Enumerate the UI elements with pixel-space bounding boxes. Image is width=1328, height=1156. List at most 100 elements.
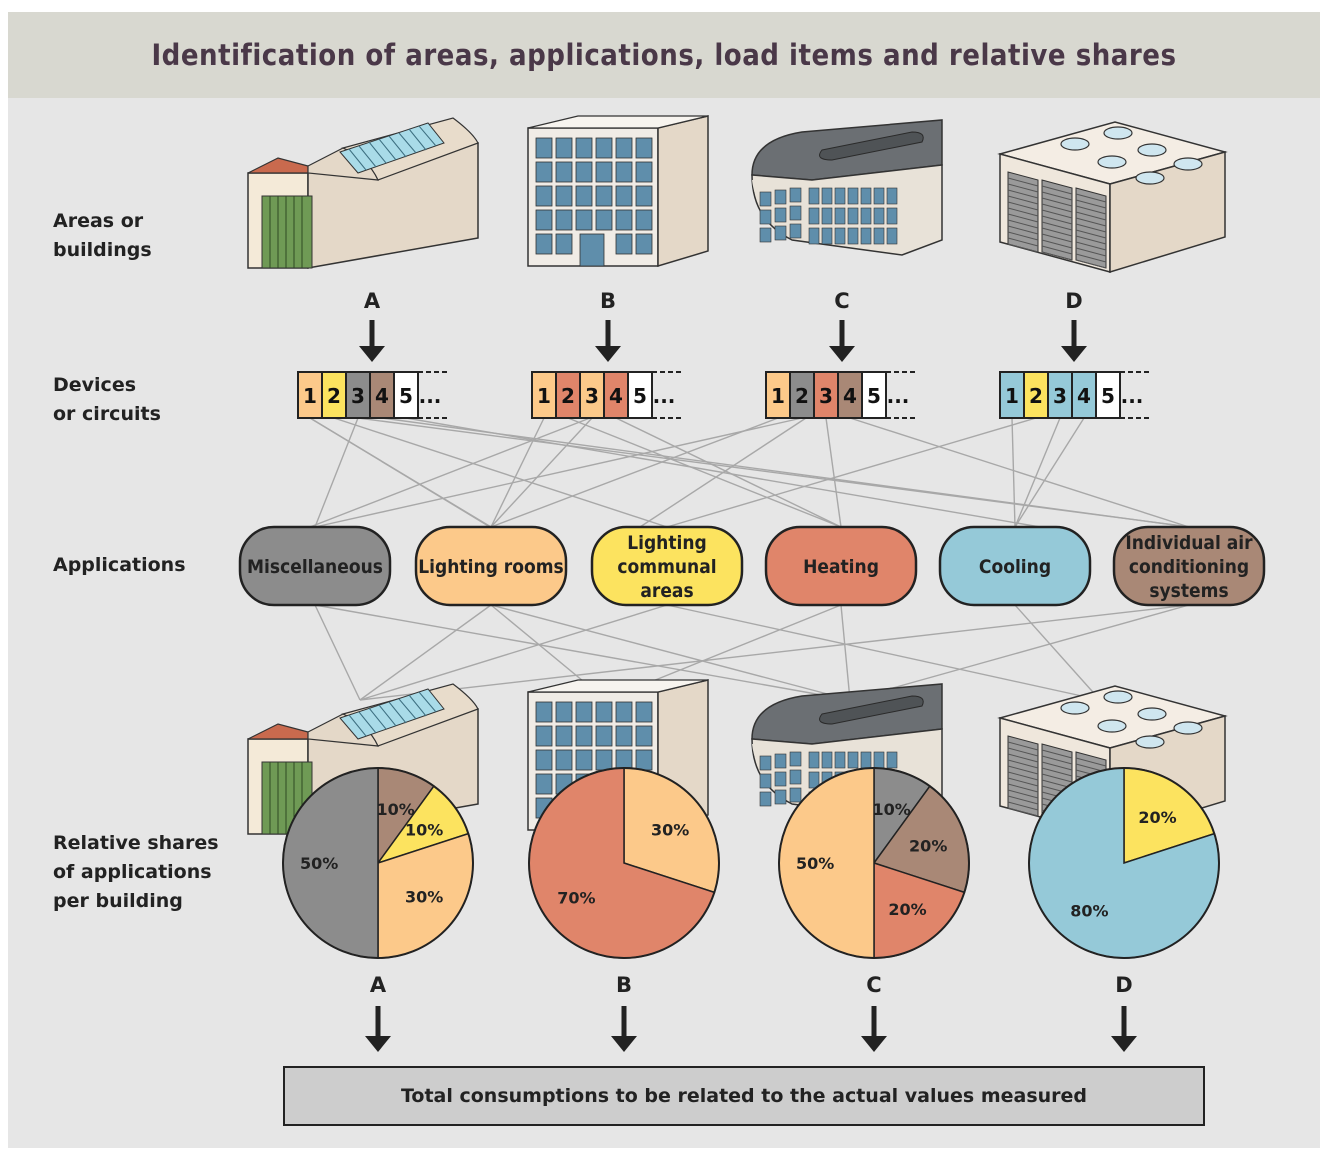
connector-line bbox=[359, 604, 492, 701]
connector-line bbox=[1014, 604, 1101, 701]
connector-line bbox=[309, 417, 591, 528]
circuit-cell bbox=[1047, 371, 1073, 419]
down-arrow bbox=[861, 1006, 887, 1052]
circuit-cell-label: 4 bbox=[843, 384, 857, 408]
building-letter-top: D bbox=[1065, 289, 1082, 313]
connector-line bbox=[359, 604, 668, 701]
circuit-cell bbox=[393, 371, 419, 419]
down-arrow bbox=[611, 1006, 637, 1052]
application-heating: Heating bbox=[764, 525, 918, 607]
connector-line bbox=[666, 417, 1037, 528]
circuit-cell-label: 2 bbox=[795, 384, 809, 408]
application-label: Cooling bbox=[979, 556, 1051, 578]
pie-slice-label: 70% bbox=[557, 889, 595, 908]
pie-slice-label: 10% bbox=[405, 820, 443, 839]
pie-b: 30% 70% bbox=[528, 767, 720, 959]
connector-line bbox=[357, 417, 1191, 528]
row-label-shares: Relative shares of applications per buil… bbox=[53, 832, 219, 912]
connector-line bbox=[666, 604, 1101, 701]
connector-line bbox=[314, 417, 359, 528]
circuit-cell bbox=[861, 371, 887, 419]
connector-line bbox=[490, 604, 851, 701]
application-label: Lighting rooms bbox=[418, 556, 563, 578]
circuit-cell bbox=[789, 371, 815, 419]
circuit-cell bbox=[1071, 371, 1097, 419]
circuit-cell-label: 3 bbox=[585, 384, 599, 408]
building-letter-top: A bbox=[364, 289, 381, 313]
connector-line bbox=[490, 417, 593, 528]
down-arrow bbox=[365, 1006, 391, 1052]
building-b-top bbox=[527, 115, 709, 267]
pie-d: 20%80% bbox=[1028, 767, 1220, 959]
circuit-cell-label: 1 bbox=[771, 384, 785, 408]
building-letter-top: B bbox=[600, 289, 616, 313]
circuit-cell bbox=[579, 371, 605, 419]
pie-slice-label: 30% bbox=[651, 820, 689, 839]
total-consumptions-label: Total consumptions to be related to the … bbox=[400, 1085, 1088, 1107]
building-letter-bottom: A bbox=[370, 973, 387, 997]
pie-c: 10%20%20%50% bbox=[778, 767, 970, 959]
building-c-top bbox=[751, 119, 943, 256]
pie-slice-label: 50% bbox=[300, 854, 338, 873]
circuit-cell-label: ... bbox=[653, 384, 676, 408]
connector-line bbox=[615, 417, 842, 528]
circuit-cell-label: ... bbox=[419, 384, 442, 408]
circuit-cell-label: 5 bbox=[867, 384, 881, 408]
building-d-top bbox=[999, 121, 1226, 273]
circuit-cell-label: 5 bbox=[399, 384, 413, 408]
application-cooling: Cooling bbox=[938, 525, 1092, 607]
circuit-cell bbox=[555, 371, 581, 419]
circuit-cell-more bbox=[652, 371, 682, 419]
building-letter-bottom: D bbox=[1115, 973, 1132, 997]
application-misc: Miscellaneous bbox=[238, 525, 392, 607]
circuit-cell-label: 3 bbox=[1053, 384, 1067, 408]
circuit-cell bbox=[999, 371, 1025, 419]
connector-line bbox=[490, 417, 545, 528]
connector-line bbox=[314, 417, 803, 528]
connector-line bbox=[1011, 417, 1016, 528]
row-label-areas: Areas or buildings bbox=[53, 210, 152, 261]
circuit-cell-label: 3 bbox=[819, 384, 833, 408]
circuit-cell-label: 3 bbox=[351, 384, 365, 408]
circuit-cell-label: 1 bbox=[537, 384, 551, 408]
circuit-cell-label: 4 bbox=[1077, 384, 1091, 408]
circuit-cell-more bbox=[1120, 371, 1150, 419]
pie-slice-label: 20% bbox=[1138, 808, 1176, 827]
row-label-devices: Devices or circuits bbox=[53, 374, 161, 425]
circuit-cell-more bbox=[886, 371, 916, 419]
connector-line bbox=[849, 417, 1190, 528]
pie-slice-label: 50% bbox=[796, 854, 834, 873]
building-letter-bottom: B bbox=[616, 973, 632, 997]
circuit-cell-label: 2 bbox=[327, 384, 341, 408]
pie-slice-label: 30% bbox=[405, 888, 443, 907]
connector-line bbox=[359, 604, 1190, 701]
circuit-cell bbox=[297, 371, 323, 419]
title-bar bbox=[8, 12, 1320, 98]
pie-a: 10%10%30%50% bbox=[282, 767, 474, 959]
connector-line bbox=[825, 417, 842, 528]
circuit-cell bbox=[627, 371, 653, 419]
connector-line bbox=[314, 604, 851, 701]
down-arrow bbox=[1061, 320, 1087, 362]
building-letter-bottom: C bbox=[866, 973, 881, 997]
connector-line bbox=[639, 417, 807, 528]
pie-slice-label: 20% bbox=[888, 900, 926, 919]
down-arrow bbox=[1111, 1006, 1137, 1052]
pie-slice-label: 20% bbox=[909, 836, 947, 855]
circuit-cell bbox=[369, 371, 395, 419]
application-label: Miscellaneous bbox=[247, 556, 383, 578]
connector-line bbox=[840, 604, 851, 701]
circuit-cell bbox=[1095, 371, 1121, 419]
circuit-cell-label: 4 bbox=[375, 384, 389, 408]
circuit-cell-label: 5 bbox=[1101, 384, 1115, 408]
connector-line bbox=[490, 417, 779, 528]
circuit-cell-label: 1 bbox=[1005, 384, 1019, 408]
